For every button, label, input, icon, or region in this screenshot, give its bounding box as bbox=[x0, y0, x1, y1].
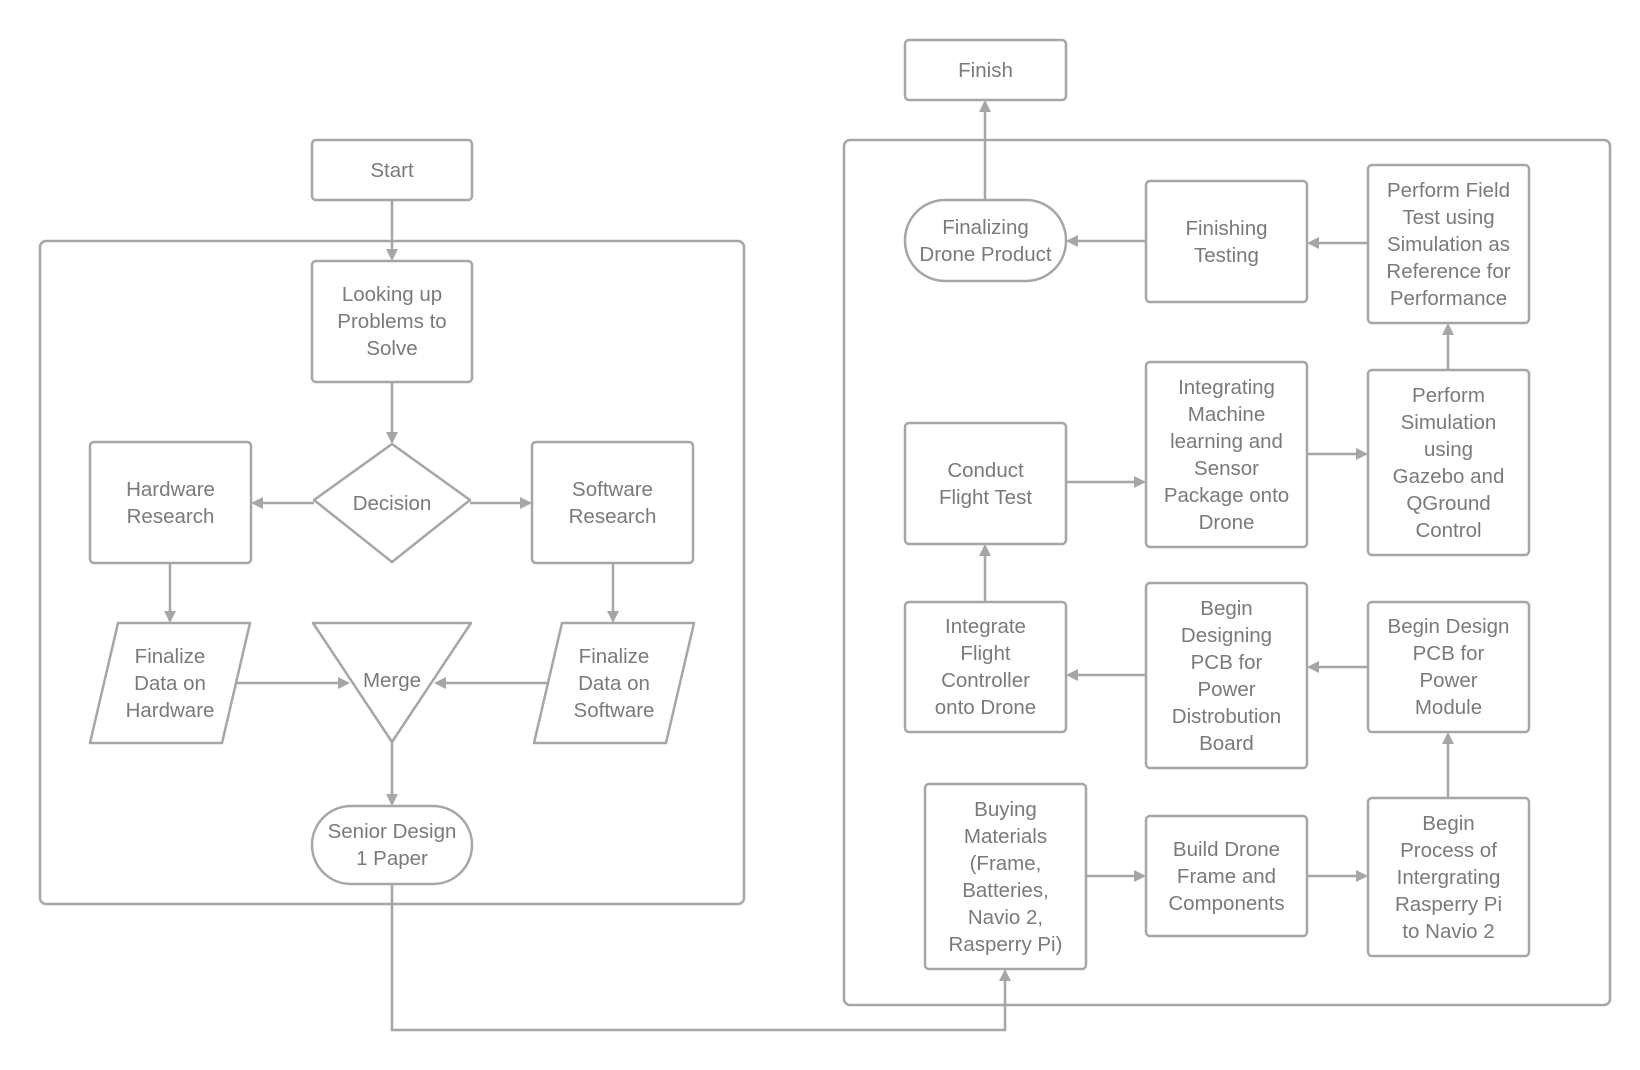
software-research-node bbox=[530, 440, 695, 565]
conduct-flight-test-node bbox=[903, 421, 1068, 546]
senior-design-node bbox=[310, 804, 474, 886]
merge-node bbox=[311, 621, 473, 744]
build-frame-node bbox=[1144, 814, 1309, 938]
edge-senior-design-to-buying bbox=[390, 884, 1011, 1032]
perform-simulation-node bbox=[1366, 368, 1531, 557]
finalizing-drone-node bbox=[903, 198, 1068, 283]
finalize-hardware-node bbox=[88, 621, 252, 745]
finish-node bbox=[903, 38, 1068, 102]
integrate-fc-node bbox=[903, 600, 1068, 734]
decision-node bbox=[312, 442, 472, 564]
buying-materials-node bbox=[923, 782, 1088, 971]
begin-power-module-node bbox=[1366, 600, 1531, 734]
finalize-software-node bbox=[532, 621, 696, 745]
left-phase-container bbox=[38, 239, 746, 906]
begin-pdb-node bbox=[1144, 581, 1309, 770]
finishing-testing-node bbox=[1144, 179, 1309, 304]
integrating-ml-node bbox=[1144, 360, 1309, 549]
begin-rpi-node bbox=[1366, 796, 1531, 958]
looking-up-node bbox=[310, 259, 474, 384]
hardware-research-node bbox=[88, 440, 253, 565]
perform-field-test-node bbox=[1366, 163, 1531, 325]
right-phase-container bbox=[842, 138, 1612, 1007]
start-node bbox=[310, 138, 474, 202]
